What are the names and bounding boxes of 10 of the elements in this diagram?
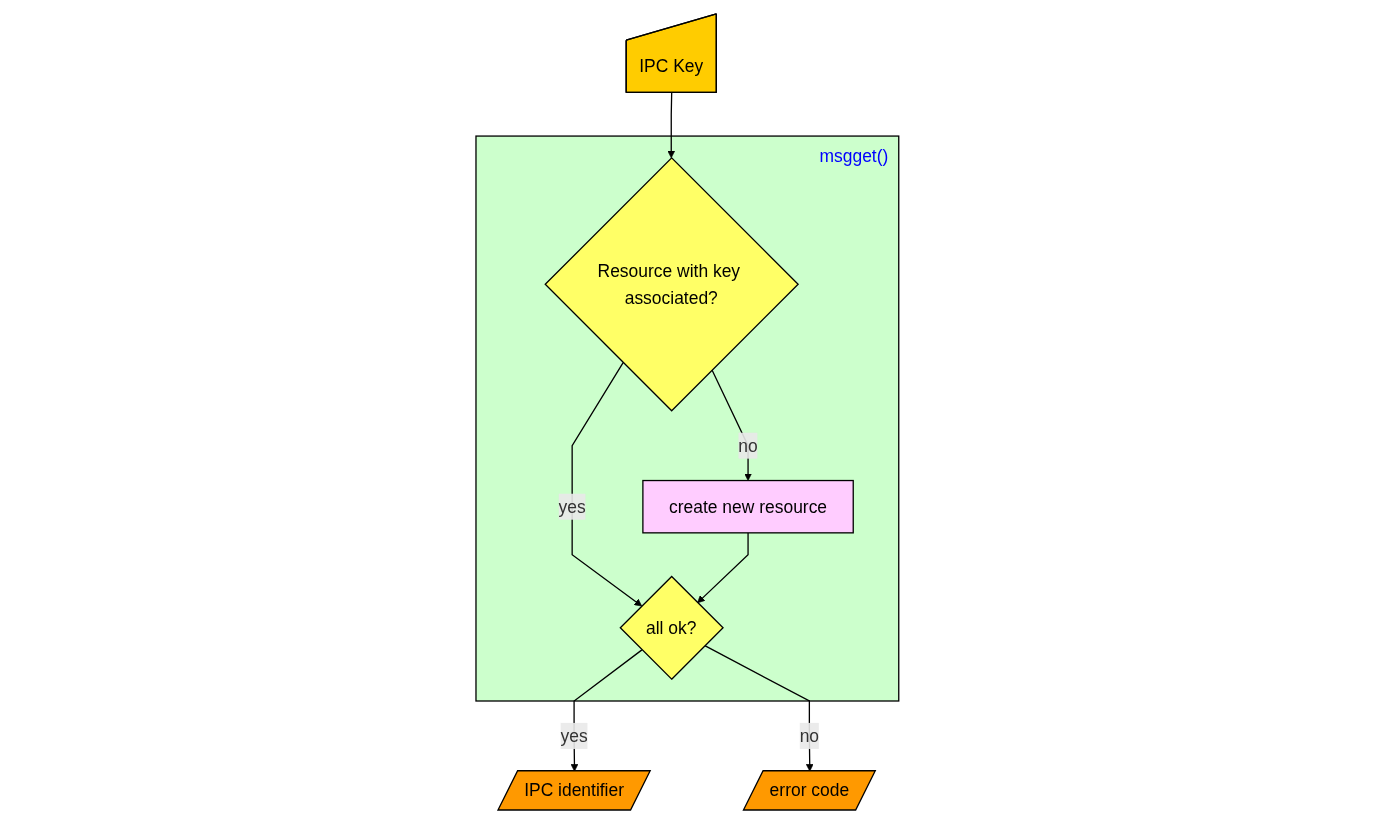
edge-label: yes bbox=[558, 497, 586, 517]
node-diamond: Resource with key associated? bbox=[544, 156, 800, 412]
node-box: create new resource bbox=[642, 479, 854, 534]
edge-label: yes bbox=[560, 726, 588, 746]
arrow bbox=[571, 362, 643, 607]
edge-label: no bbox=[738, 436, 758, 456]
arrow bbox=[697, 532, 749, 604]
arrow bbox=[667, 92, 676, 159]
edge-label: no bbox=[799, 726, 820, 746]
node-diamond: all ok? bbox=[619, 575, 725, 681]
